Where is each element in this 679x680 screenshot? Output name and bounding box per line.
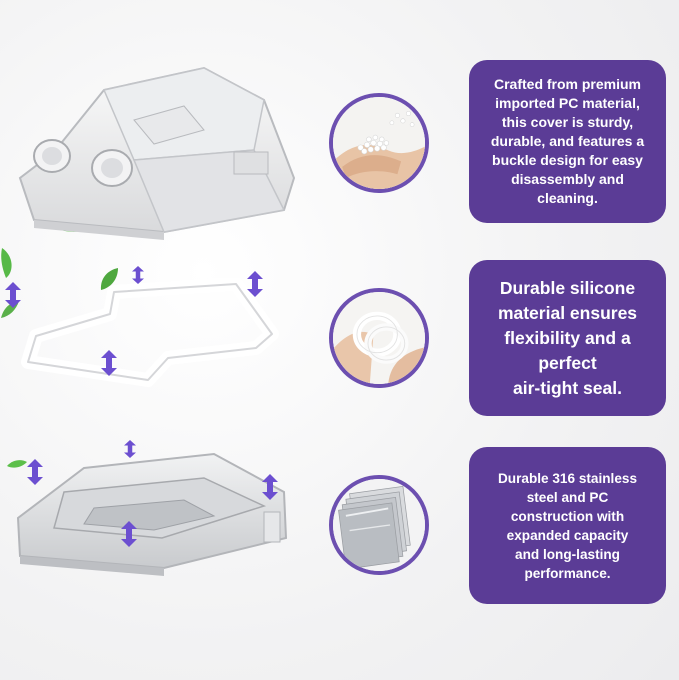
silicone-ring-icon xyxy=(329,288,429,388)
feature-text-tray: Durable 316 stainless steel and PC const… xyxy=(497,470,638,581)
feature-panel-cover: Crafted from premium imported PC materia… xyxy=(469,60,666,223)
steel-sheets-icon xyxy=(329,475,429,575)
feature-panel-seal: Durable silicone material ensures flexib… xyxy=(469,260,666,416)
pc-pellets-icon xyxy=(329,93,429,193)
leaf-icon xyxy=(100,268,118,290)
double-arrow-icon xyxy=(5,282,21,308)
feature-text-seal: Durable silicone material ensures flexib… xyxy=(497,277,638,398)
double-arrow-icon xyxy=(27,459,43,485)
feature-panel-tray: Durable 316 stainless steel and PC const… xyxy=(469,447,666,604)
double-arrow-icon xyxy=(124,440,136,458)
double-arrow-icon xyxy=(247,271,263,297)
pc-cover-part xyxy=(14,60,304,240)
leaf-icon xyxy=(7,460,27,468)
feature-text-cover: Crafted from premium imported PC materia… xyxy=(490,76,645,206)
double-arrow-icon xyxy=(121,521,137,547)
silicone-seal-part xyxy=(18,278,280,388)
leaf-icon xyxy=(1,248,12,278)
double-arrow-icon xyxy=(132,266,144,284)
double-arrow-icon xyxy=(262,474,278,500)
double-arrow-icon xyxy=(101,350,117,376)
water-tray-part xyxy=(14,448,299,578)
